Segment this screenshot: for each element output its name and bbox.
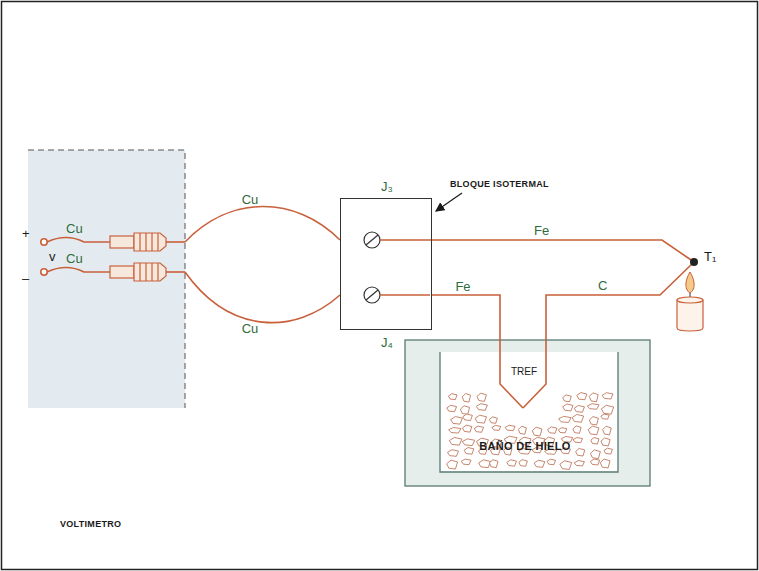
ice-cube bbox=[518, 426, 526, 434]
ice-cube bbox=[448, 450, 459, 457]
ice-bath-outer bbox=[405, 340, 650, 486]
ice-cube bbox=[559, 416, 571, 422]
ice-cube bbox=[447, 460, 458, 469]
ice-cube bbox=[492, 425, 501, 430]
ice-cube bbox=[577, 393, 587, 400]
ice-cube bbox=[519, 460, 528, 467]
ice-cube bbox=[601, 405, 613, 414]
ice-cube bbox=[449, 427, 461, 433]
ice-cube bbox=[532, 427, 542, 436]
wire-material: Cu bbox=[242, 322, 259, 336]
voltage-symbol: v bbox=[49, 250, 56, 264]
voltmeter-dashed-border bbox=[28, 150, 185, 408]
thermocouple-wires bbox=[380, 240, 694, 340]
ice-cube bbox=[558, 428, 566, 433]
hot-junction bbox=[690, 258, 698, 266]
ice-cube bbox=[590, 459, 599, 465]
junction-label: J₃ bbox=[381, 180, 393, 194]
ice-cube bbox=[573, 438, 583, 443]
ice-cube bbox=[462, 439, 474, 446]
wire-connector bbox=[185, 272, 340, 323]
plug-leads bbox=[166, 242, 185, 272]
ice-cubes bbox=[447, 393, 614, 470]
wire-material: C bbox=[598, 279, 607, 293]
wire-material: Fe bbox=[534, 224, 549, 238]
ice-cube bbox=[476, 404, 487, 411]
ice-cube bbox=[576, 448, 585, 456]
callout-arrow bbox=[436, 193, 462, 211]
terminal-sign: – bbox=[22, 272, 29, 286]
ice-cube bbox=[604, 448, 612, 454]
ice-cube bbox=[574, 461, 584, 466]
ice-cube bbox=[507, 460, 517, 466]
screw-terminals bbox=[364, 232, 380, 303]
ice-cube bbox=[563, 395, 572, 402]
ice-bath: BAÑO DE HIELO bbox=[405, 340, 650, 486]
ice-cube bbox=[601, 414, 609, 419]
ice-cube bbox=[460, 406, 469, 415]
reference-junction-wires bbox=[500, 340, 546, 408]
instrument-label: VOLTIMETRO bbox=[60, 520, 121, 530]
ice-cube bbox=[547, 459, 555, 465]
ice-cube bbox=[590, 450, 600, 459]
ice-cube bbox=[601, 438, 610, 446]
ice-cube bbox=[563, 404, 573, 411]
ice-cube bbox=[602, 393, 613, 399]
ice-cube bbox=[461, 459, 471, 465]
ice-bath-container bbox=[440, 352, 618, 472]
candle bbox=[677, 272, 703, 331]
ice-cube bbox=[574, 406, 584, 413]
ice-cube bbox=[462, 394, 470, 403]
ice-cube bbox=[572, 414, 584, 422]
ice-cube bbox=[573, 426, 581, 433]
ice-cube bbox=[477, 393, 486, 401]
ice-cube bbox=[448, 394, 457, 400]
ice-cube bbox=[463, 414, 473, 420]
ice-cube bbox=[560, 461, 572, 470]
bath-label: BAÑO DE HIELO bbox=[479, 440, 570, 452]
ice-cube bbox=[589, 393, 598, 402]
wire-connector bbox=[185, 206, 340, 242]
ice-cube bbox=[489, 460, 498, 468]
terminal-wires bbox=[41, 238, 112, 276]
ice-cube bbox=[462, 425, 471, 432]
ice-cube bbox=[591, 438, 599, 445]
ice-cube bbox=[451, 417, 463, 425]
ice-cube bbox=[489, 417, 497, 423]
isothermal-block: J₃J₄ bbox=[340, 198, 432, 330]
ice-cube bbox=[588, 426, 599, 435]
voltmeter-ground bbox=[28, 150, 185, 408]
ice-cube bbox=[449, 437, 462, 445]
ice-cube bbox=[603, 426, 612, 435]
junction-temperature: T₁ bbox=[704, 250, 716, 264]
terminal-sign: + bbox=[22, 227, 30, 241]
ice-cube bbox=[534, 460, 545, 467]
ice-cube bbox=[447, 405, 457, 411]
ice-cube bbox=[505, 425, 515, 430]
banana-plugs bbox=[110, 233, 166, 281]
wire-connector bbox=[432, 295, 500, 340]
wire-material: Cu bbox=[66, 222, 83, 236]
wire-material: Cu bbox=[242, 193, 259, 207]
ice-cube bbox=[479, 460, 491, 468]
ice-cube bbox=[475, 415, 486, 423]
wire-material: Fe bbox=[455, 280, 470, 294]
ice-cube bbox=[589, 417, 598, 425]
ice-cube bbox=[587, 404, 599, 410]
ice-cube bbox=[474, 426, 483, 432]
voltmeter-box: VOLTIMETRO bbox=[28, 150, 185, 408]
ice-cube bbox=[548, 427, 557, 433]
wire-material: Cu bbox=[66, 252, 83, 266]
ice-cube bbox=[464, 448, 474, 455]
junction-label: J₄ bbox=[381, 336, 393, 350]
reference-temperature: TREF bbox=[511, 366, 537, 377]
ice-cube bbox=[600, 459, 610, 468]
callout-label: BLOQUE ISOTERMAL bbox=[450, 180, 549, 190]
